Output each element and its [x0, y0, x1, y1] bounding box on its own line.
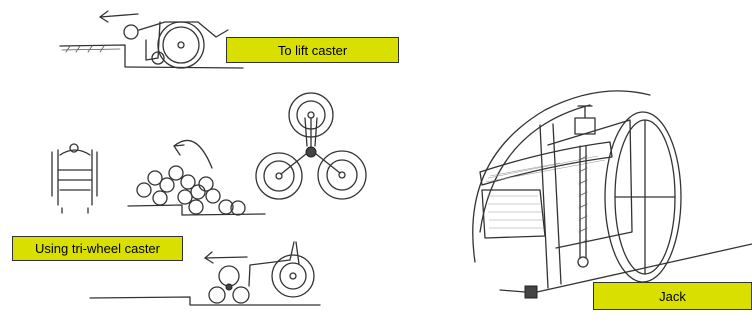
- wheelchair-front-sketch: [52, 144, 97, 213]
- tri-wheel-caster-label: Using tri-wheel caster: [12, 236, 183, 261]
- tri-wheel-sequence-sketch: [128, 140, 265, 215]
- jack-label: Jack: [593, 282, 752, 310]
- lift-caster-sketch: [60, 11, 243, 68]
- tri-wheel-detail-sketch: [256, 93, 366, 199]
- jack-wheelchair-sketch: [473, 91, 752, 298]
- lift-caster-label: To lift caster: [226, 37, 399, 63]
